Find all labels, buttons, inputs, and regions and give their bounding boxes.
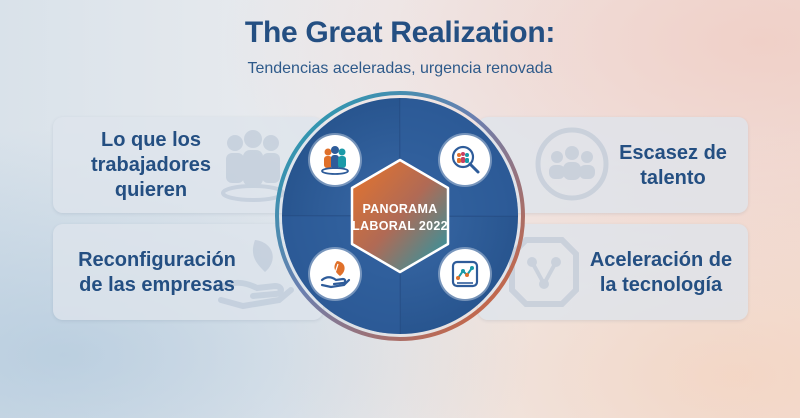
hand-leaf-ghost-icon bbox=[218, 240, 294, 310]
panel-technology-acceleration: Aceleración de la tecnología bbox=[478, 224, 748, 320]
center-hexagon-label: PANORAMA LABORAL 2022 bbox=[352, 202, 448, 233]
people-circle-ghost-icon bbox=[535, 127, 609, 201]
page-title: The Great Realization: bbox=[244, 16, 556, 49]
people-group-icon bbox=[321, 146, 349, 175]
circuit-chip-icon bbox=[451, 260, 479, 288]
people-group-badge bbox=[310, 135, 360, 185]
magnifier-people-badge bbox=[440, 135, 490, 185]
technology-acceleration-label: Aceleración de la tecnología bbox=[589, 249, 733, 296]
panel-workers-want: Lo que los trabajadores quieren bbox=[53, 117, 323, 213]
page-subtitle: Tendencias aceleradas, urgencia renovada bbox=[247, 60, 553, 77]
magnifier-people-icon bbox=[451, 145, 480, 174]
talent-shortage-label: Escasez de talento bbox=[619, 142, 727, 189]
hand-leaf-badge bbox=[310, 249, 360, 299]
hand-leaf-icon bbox=[320, 261, 351, 289]
company-reconfiguration-label: Reconfiguración de las empresas bbox=[78, 249, 236, 296]
workers-want-label: Lo que los trabajadores quieren bbox=[90, 129, 212, 201]
people-group-ghost-icon bbox=[221, 130, 285, 202]
circuit-chip-badge bbox=[440, 249, 490, 299]
